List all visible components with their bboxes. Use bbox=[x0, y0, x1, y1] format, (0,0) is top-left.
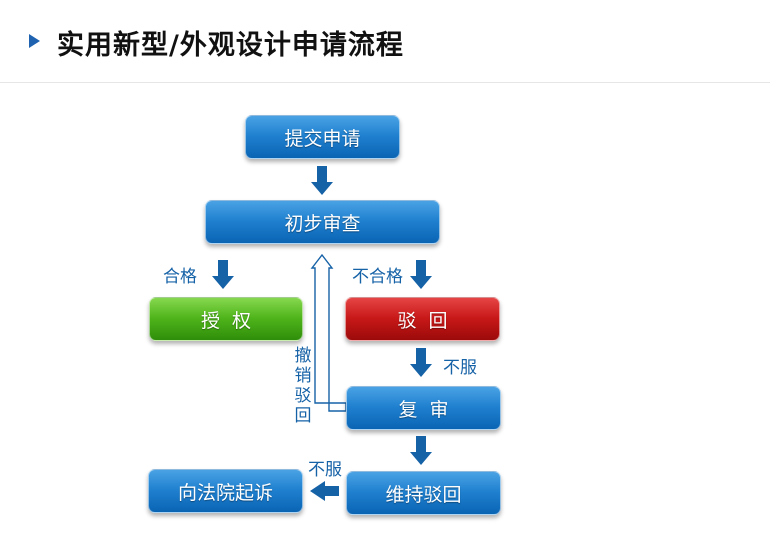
node-preliminary-review: 初步审查 bbox=[205, 200, 440, 244]
node-maintain-rejection: 维持驳回 bbox=[346, 471, 501, 515]
arrow-maintain-to-court bbox=[310, 481, 339, 501]
node-grant: 授权 bbox=[149, 297, 303, 341]
arrow-reject-to-reexam bbox=[410, 348, 432, 377]
triangle-bullet-icon bbox=[29, 34, 40, 48]
node-grant-label: 授权 bbox=[200, 309, 263, 332]
node-maintain-rejection-label: 维持驳回 bbox=[385, 483, 462, 506]
arrow-review-to-grant bbox=[212, 260, 234, 289]
node-re-examination: 复审 bbox=[346, 386, 501, 430]
node-court-appeal-label: 向法院起诉 bbox=[177, 481, 273, 504]
node-re-examination-label: 复审 bbox=[398, 398, 461, 421]
node-submit-application-label: 提交申请 bbox=[284, 127, 361, 150]
edge-label-revoke-rejection: 撤销驳回 bbox=[294, 346, 312, 426]
edge-label-disagree-reexam: 不服 bbox=[443, 358, 477, 378]
arrow-reexam-to-maintain bbox=[410, 436, 432, 465]
arrow-submit-to-review bbox=[311, 166, 333, 195]
header: 实用新型/外观设计申请流程 bbox=[0, 0, 770, 83]
node-reject-label: 驳回 bbox=[397, 309, 460, 332]
node-court-appeal: 向法院起诉 bbox=[148, 469, 303, 513]
node-submit-application: 提交申请 bbox=[245, 115, 400, 159]
arrow-review-to-reject bbox=[410, 260, 432, 289]
page-title: 实用新型/外观设计申请流程 bbox=[57, 30, 404, 61]
edge-label-unqualified: 不合格 bbox=[352, 267, 403, 287]
arrow-revoke-return bbox=[310, 253, 347, 412]
node-preliminary-review-label: 初步审查 bbox=[284, 212, 361, 235]
edge-label-qualified: 合格 bbox=[163, 267, 197, 287]
node-reject: 驳回 bbox=[345, 297, 500, 341]
edge-label-disagree-court: 不服 bbox=[308, 460, 342, 480]
